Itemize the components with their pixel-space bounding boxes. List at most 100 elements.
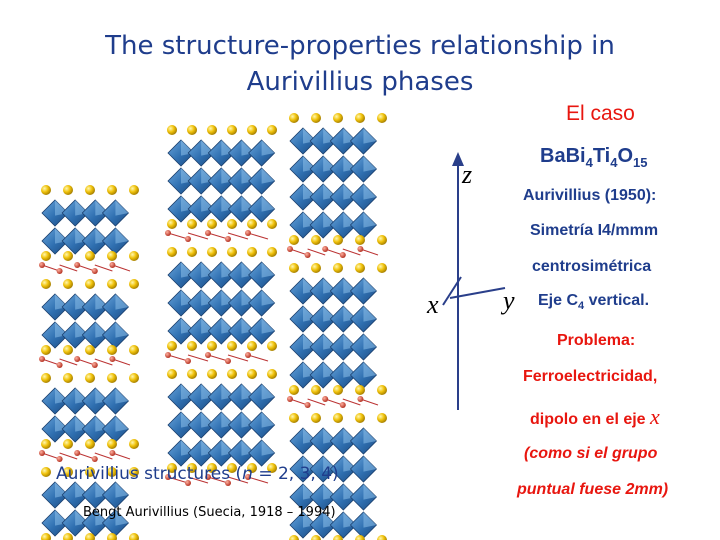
octahedron-facet: [261, 384, 275, 400]
bismuth-atom: [41, 345, 51, 355]
bismuth-atom: [129, 533, 139, 540]
bismuth-atom: [289, 235, 299, 245]
bismuth-atom: [207, 463, 217, 473]
oxygen-atom: [225, 358, 231, 364]
bond-line: [59, 358, 78, 366]
bismuth-atom: [207, 125, 217, 135]
bismuth-atom: [63, 533, 73, 540]
bismuth-atom: [107, 185, 117, 195]
c4-sub: 4: [578, 300, 585, 313]
bismuth-atom: [311, 235, 321, 245]
octahedron-facet: [363, 428, 377, 444]
oxygen-atom: [205, 474, 211, 480]
bismuth-atom: [41, 279, 51, 289]
bismuth-atom: [247, 247, 257, 257]
bismuth-atom: [187, 369, 197, 379]
formula-sub-bi: 4: [585, 155, 593, 170]
bismuth-atom: [129, 439, 139, 449]
bond-line: [360, 398, 379, 406]
bismuth-atom: [267, 125, 277, 135]
bond-line: [227, 232, 249, 240]
bismuth-atom: [377, 535, 387, 540]
octahedron-facet: [363, 512, 377, 528]
bismuth-atom: [267, 463, 277, 473]
bismuth-atom: [63, 373, 73, 383]
bismuth-atom: [377, 235, 387, 245]
bismuth-atom: [377, 413, 387, 423]
bond-line: [307, 398, 326, 406]
bond-line: [342, 248, 361, 256]
bismuth-atom: [207, 341, 217, 351]
bond-line: [289, 398, 308, 406]
oxygen-atom: [287, 396, 293, 402]
bismuth-atom: [355, 263, 365, 273]
bond-line: [77, 452, 95, 460]
bismuth-atom: [227, 463, 237, 473]
caption-post: = 2, 3, 4): [252, 464, 339, 484]
bond-line: [112, 452, 131, 460]
oxygen-atom: [304, 402, 311, 408]
oxygen-atom: [74, 262, 81, 268]
oxygen-atom: [304, 252, 311, 258]
bismuth-atom: [333, 385, 343, 395]
oxygen-atom: [205, 352, 211, 358]
bismuth-atom: [85, 185, 95, 195]
dipole-axis: x: [650, 404, 660, 429]
bond-line: [207, 232, 229, 240]
formula-sub-ti: 4: [610, 155, 618, 170]
bismuth-atom: [129, 279, 139, 289]
bismuth-atom: [289, 263, 299, 273]
oxygen-atom: [91, 268, 98, 274]
oxygen-atom: [185, 480, 191, 486]
coordinate-axes: [442, 152, 506, 410]
octahedron-facet: [261, 168, 275, 184]
octahedron-facet: [261, 262, 275, 278]
bismuth-atom: [377, 113, 387, 123]
octahedron-facet: [363, 278, 377, 294]
oxygen-atom: [185, 236, 191, 242]
bismuth-atom: [207, 219, 217, 229]
bismuth-atom: [289, 385, 299, 395]
bismuth-atom: [355, 113, 365, 123]
bismuth-atom: [355, 385, 365, 395]
bismuth-atom: [311, 385, 321, 395]
oxygen-atom: [109, 356, 116, 362]
oxygen-atom: [245, 352, 251, 358]
dipole-label: dipolo en el eje: [530, 411, 651, 428]
bond-line: [59, 452, 78, 460]
oxygen-atom: [339, 402, 346, 408]
octahedron-facet: [115, 322, 129, 338]
oxygen-atom: [245, 230, 251, 236]
oxygen-atom: [225, 236, 231, 242]
bond-line: [94, 264, 113, 272]
bismuth-atom: [187, 341, 197, 351]
oxygen-atom: [39, 262, 45, 268]
oxygen-atom: [91, 362, 98, 368]
octahedron-facet: [261, 440, 275, 456]
bismuth-atom: [63, 345, 73, 355]
bismuth-atom: [289, 413, 299, 423]
ferroelectricity-text: Ferroelectricidad,: [523, 368, 658, 385]
aurivillius-year: Aurivillius (1950):: [523, 187, 657, 204]
formula-o: O: [617, 145, 634, 167]
bond-line: [41, 264, 60, 272]
el-caso-heading: El caso: [566, 102, 635, 125]
caption-pre: Aurivillius structures (: [56, 464, 243, 484]
problem-label: Problema:: [557, 332, 636, 349]
bismuth-atom: [267, 219, 277, 229]
bond-line: [325, 248, 343, 256]
bond-line: [247, 354, 269, 362]
bismuth-atom: [85, 345, 95, 355]
bond-line: [167, 354, 189, 362]
centrosymmetric-text: centrosimétrica: [532, 258, 652, 275]
bismuth-atom: [311, 413, 321, 423]
bismuth-atom: [227, 219, 237, 229]
bismuth-atom: [107, 345, 117, 355]
octahedron-facet: [115, 294, 129, 310]
bismuth-atom: [311, 535, 321, 540]
bond-line: [59, 264, 78, 272]
octahedron-facet: [261, 412, 275, 428]
bond-line: [94, 358, 113, 366]
formula-ti: Ti: [592, 145, 611, 167]
